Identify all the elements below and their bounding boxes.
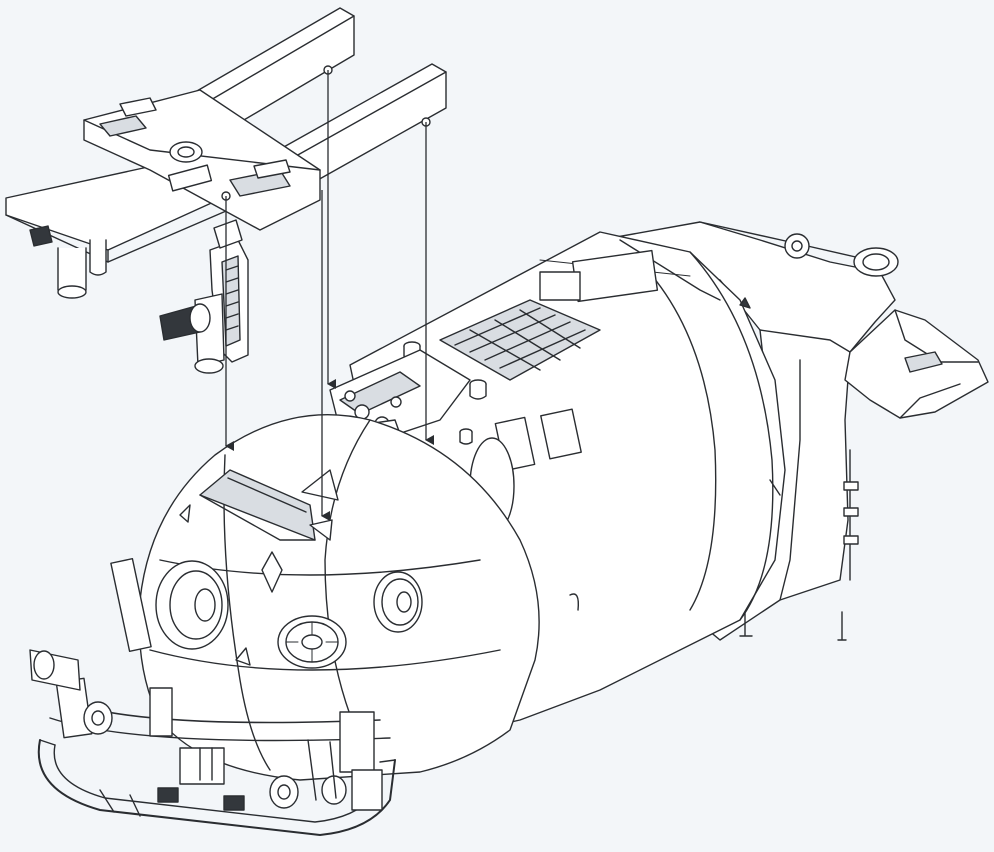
tray-support-leg bbox=[29, 225, 107, 299]
assembly-arrows bbox=[225, 70, 434, 521]
viewport-right bbox=[373, 571, 423, 633]
bow-bumper-frame bbox=[29, 557, 396, 836]
tow-bracket-frame bbox=[83, 7, 447, 231]
viewport-center bbox=[277, 615, 347, 669]
manipulator-arm bbox=[159, 219, 249, 374]
port-fin bbox=[844, 309, 989, 419]
stern-fairing bbox=[599, 221, 899, 641]
hull-sphere bbox=[138, 413, 540, 781]
viewport-left bbox=[155, 560, 229, 650]
top-hatch bbox=[199, 469, 339, 541]
deck-grating bbox=[439, 271, 601, 472]
